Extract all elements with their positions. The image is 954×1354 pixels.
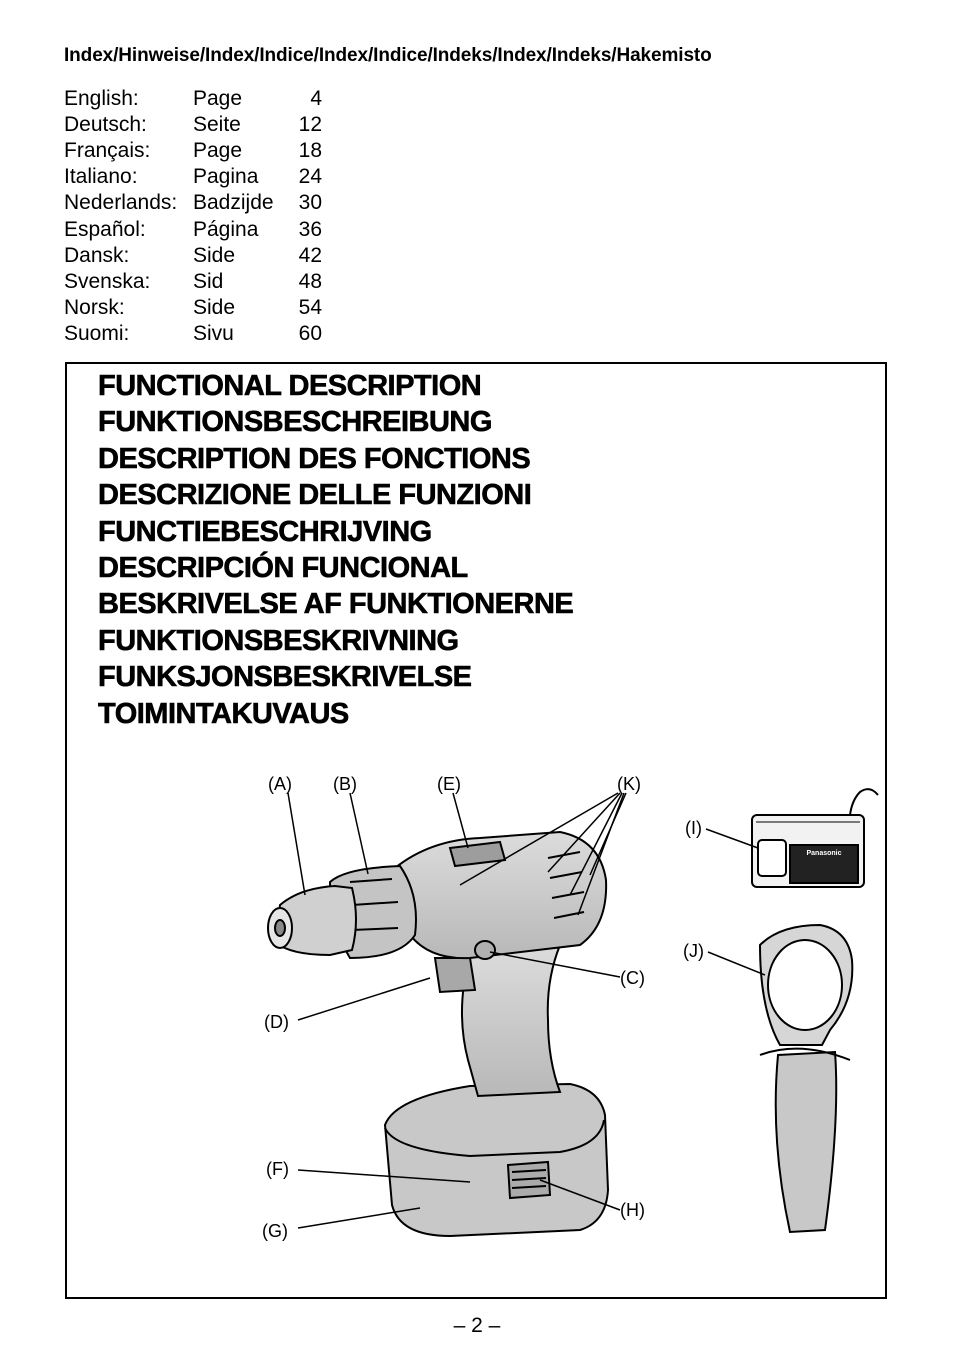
index-language: Norsk: [64,295,125,319]
index-row: Dansk: Side 42 [64,243,322,269]
index-language: Italiano: [64,165,138,189]
index-row: Deutsch: Seite 12 [64,112,322,138]
index-page-number: 54 [298,295,322,319]
index-language: Nederlands: [64,191,178,215]
index-page-number: 48 [298,269,322,293]
label-j: (J) [683,941,704,961]
label-b: (B) [333,774,357,794]
section-heading: TOIMINTAKUVAUS [98,697,350,730]
index-page-number: 42 [298,243,322,267]
drill-handle [433,943,562,1098]
index-row: Svenska: Sid 48 [64,269,322,295]
index-page-number: 36 [298,217,322,241]
index-page-word: Page [193,139,243,163]
index-page-number: 4 [310,87,322,111]
index-language: Deutsch: [64,113,147,137]
index-page-number: 24 [298,165,322,189]
section-heading: FUNKTIONSBESCHREIBUNG [98,406,493,439]
section-heading: FUNCTIONAL DESCRIPTION [98,370,482,403]
drill-body [393,830,608,960]
label-c: (C) [620,968,645,988]
label-e: (E) [437,774,461,794]
index-page-word: Badzijde [193,191,274,215]
section-heading: DESCRIPCIÓN FUNCIONAL [98,552,469,585]
index-page-number: 60 [298,321,322,345]
battery-pack [383,1082,610,1238]
index-language: English: [64,87,139,111]
index-page-word: Side [193,243,236,267]
leader-lines [287,792,766,1229]
battery-charger: Panasonic [751,788,879,888]
index-row: Français: Page 18 [64,138,322,164]
index-language: Español: [64,217,146,241]
index-page-word: Sivu [193,321,234,345]
index-page-word: Página [193,217,259,241]
section-heading: FUNKTIONSBESKRIVNING [98,624,460,658]
keyless-chuck [267,884,357,957]
section-heading: FUNKSJONSBESKRIVELSE [98,661,473,694]
index-page-word: Sid [193,269,224,293]
index-title: Index/Hinweise/Index/Indice/Index/Indice… [64,45,712,66]
index-language: Français: [64,139,151,163]
index-language: Suomi: [64,321,130,345]
index-page-word: Pagina [193,165,259,189]
section-heading: FUNCTIEBESCHRIJVING [98,515,433,548]
figure-frame [65,362,887,1299]
label-g: (G) [262,1221,288,1241]
index-page-word: Side [193,295,236,319]
side-handle [758,923,854,1234]
charger-brand-label: Panasonic [806,850,841,857]
index-row: Español: Página 36 [64,216,322,242]
label-i: (I) [685,818,702,838]
index-row: Italiano: Pagina 24 [64,164,322,190]
section-heading: DESCRIZIONE DELLE FUNZIONI [98,479,532,512]
index-row: English: Page 4 [64,86,322,112]
section-heading: BESKRIVELSE AF FUNKTIONERNE [98,588,574,621]
index-row: Norsk: Side 54 [64,295,322,321]
section-heading: DESCRIPTION DES FONCTIONS [98,442,531,476]
index-page-number: 12 [298,113,322,137]
label-f: (F) [266,1159,289,1179]
index-row: Nederlands: Badzijde 30 [64,190,322,216]
index-page-number: 30 [298,191,322,215]
index-language: Dansk: [64,243,130,267]
index-page-number: 18 [298,139,322,163]
index-language: Svenska: [64,269,151,293]
label-k: (K) [617,774,641,794]
page-number: – 2 – [453,1314,501,1337]
label-d: (D) [264,1012,289,1032]
index-row: Suomi: Sivu 60 [64,321,322,347]
index-page-word: Page [193,87,243,111]
label-h: (H) [620,1200,645,1220]
label-a: (A) [268,774,292,794]
index-page-word: Seite [193,113,241,137]
